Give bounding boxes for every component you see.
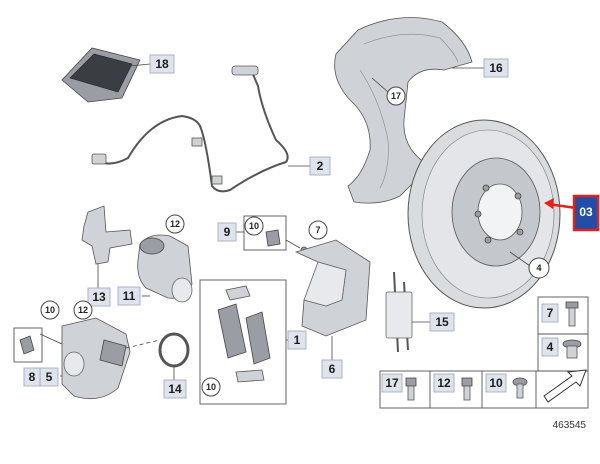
svg-text:2: 2 <box>317 159 324 173</box>
callout-10-pads[interactable]: 10 <box>201 377 221 397</box>
svg-text:4: 4 <box>536 263 541 273</box>
part-14-seal[interactable] <box>125 332 190 380</box>
svg-text:10: 10 <box>489 376 503 390</box>
hardware-grid <box>379 296 589 409</box>
svg-text:16: 16 <box>489 61 503 75</box>
callout-10-kit[interactable]: 10 <box>244 216 264 236</box>
arrow-icon <box>543 369 587 403</box>
part-11-actuator[interactable] <box>137 234 193 303</box>
callout-4-bolt[interactable]: 4 <box>541 337 559 357</box>
part-10-small-bolt[interactable] <box>512 377 528 399</box>
callout-11[interactable]: 11 <box>117 286 141 306</box>
part-6-carrier[interactable] <box>294 239 371 360</box>
callout-13[interactable]: 13 <box>87 287 111 307</box>
svg-text:18: 18 <box>155 57 169 71</box>
part-5-caliper[interactable] <box>39 317 131 400</box>
svg-text:10: 10 <box>45 305 55 315</box>
part-7-bolt[interactable] <box>565 301 579 327</box>
callout-12-actuator[interactable]: 12 <box>165 214 185 234</box>
reference-number: 463545 <box>553 420 587 431</box>
callout-4-disc[interactable]: 4 <box>528 257 550 279</box>
callout-17-small[interactable]: 17 <box>381 373 403 393</box>
callout-16[interactable]: 16 <box>483 58 509 78</box>
part-8-bleeder[interactable] <box>13 327 43 363</box>
svg-text:03: 03 <box>579 205 593 219</box>
svg-text:13: 13 <box>92 290 106 304</box>
svg-text:8: 8 <box>29 370 36 384</box>
highlight-arrow <box>544 198 577 210</box>
callout-7-bolt[interactable]: 7 <box>541 303 559 323</box>
callout-6[interactable]: 6 <box>321 359 343 379</box>
callout-10-small[interactable]: 10 <box>485 373 507 393</box>
svg-text:6: 6 <box>329 362 336 376</box>
callout-15[interactable]: 15 <box>429 312 455 332</box>
svg-text:11: 11 <box>123 289 136 303</box>
callout-17-shield[interactable]: 17 <box>386 86 406 106</box>
part-4-bolt[interactable] <box>562 339 582 359</box>
part-12-small-bolt[interactable] <box>461 377 473 401</box>
svg-text:10: 10 <box>249 221 259 231</box>
svg-text:17: 17 <box>391 91 401 101</box>
svg-text:12: 12 <box>437 376 451 390</box>
callout-2[interactable]: 2 <box>309 156 331 176</box>
part-17-small-bolt[interactable] <box>405 377 417 401</box>
callout-03-highlight[interactable]: 03 <box>572 194 600 232</box>
callout-18[interactable]: 18 <box>149 54 175 74</box>
svg-text:5: 5 <box>46 370 53 384</box>
callout-1[interactable]: 1 <box>287 330 307 350</box>
callout-8[interactable]: 8 <box>23 367 41 387</box>
svg-text:12: 12 <box>78 305 88 315</box>
svg-text:17: 17 <box>385 376 399 390</box>
svg-text:9: 9 <box>224 225 231 239</box>
svg-text:1: 1 <box>294 333 301 347</box>
svg-text:10: 10 <box>206 382 216 392</box>
callout-14[interactable]: 14 <box>163 379 187 399</box>
part-1-pads-kit[interactable] <box>199 279 294 405</box>
svg-text:4: 4 <box>547 340 554 354</box>
svg-text:7: 7 <box>547 306 554 320</box>
callout-12-small[interactable]: 12 <box>433 373 455 393</box>
svg-text:12: 12 <box>170 219 180 229</box>
callout-9[interactable]: 9 <box>217 222 237 242</box>
part-18-cap[interactable] <box>61 47 151 103</box>
part-13-bracket[interactable] <box>81 205 133 288</box>
callout-5[interactable]: 5 <box>39 367 59 387</box>
callout-7-carrier[interactable]: 7 <box>308 220 328 240</box>
callout-12-caliper[interactable]: 12 <box>73 300 93 320</box>
svg-text:15: 15 <box>435 315 449 329</box>
svg-text:14: 14 <box>168 382 182 396</box>
part-4-brake-disc[interactable] <box>407 119 561 309</box>
callout-10-caliper[interactable]: 10 <box>40 300 60 320</box>
svg-text:7: 7 <box>315 225 320 235</box>
part-15-spring-clip[interactable] <box>385 271 430 353</box>
part-2-wear-sensor[interactable] <box>91 65 310 193</box>
